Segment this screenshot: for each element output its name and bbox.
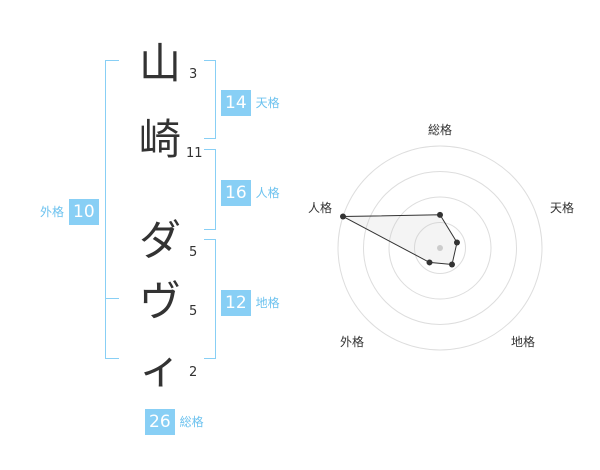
radar-ring-3 bbox=[363, 171, 517, 325]
radar-label-soukaku: 総格 bbox=[428, 123, 453, 137]
chikaku-label: 地格 bbox=[255, 296, 280, 310]
tenkaku-group: 14 天格 bbox=[221, 90, 280, 116]
stroke-count-5: 2 bbox=[189, 365, 198, 380]
stroke-count-2: 11 bbox=[186, 146, 203, 161]
tenkaku-bracket bbox=[204, 60, 216, 139]
tenkaku-value: 14 bbox=[221, 90, 251, 116]
radar-label-chikaku: 地格 bbox=[511, 335, 536, 349]
radar-area bbox=[341, 214, 458, 266]
chikaku-group: 12 地格 bbox=[221, 290, 280, 316]
radar-point-3 bbox=[426, 259, 433, 266]
jinkaku-value: 16 bbox=[221, 180, 251, 206]
name-char-3: ダ bbox=[138, 216, 181, 265]
radar-label-tenkaku: 天格 bbox=[550, 201, 575, 215]
jinkaku-group: 16 人格 bbox=[221, 180, 280, 206]
stroke-count-4: 5 bbox=[189, 304, 198, 319]
radar-chart bbox=[337, 145, 543, 351]
jinkaku-label: 人格 bbox=[255, 186, 280, 200]
radar-label-gaikaku: 外格 bbox=[340, 335, 365, 349]
tenkaku-label: 天格 bbox=[255, 96, 280, 110]
jinkaku-bracket bbox=[204, 149, 216, 230]
gaikaku-label: 外格 bbox=[40, 205, 65, 219]
chikaku-bracket bbox=[204, 239, 216, 359]
radar-ring-1 bbox=[414, 222, 466, 274]
soukaku-value: 26 bbox=[145, 409, 175, 435]
radar-label-jinkaku: 人格 bbox=[308, 201, 333, 215]
radar-ring-4 bbox=[337, 145, 543, 351]
soukaku-group: 26 総格 bbox=[145, 409, 204, 435]
radar-point-0 bbox=[437, 211, 443, 218]
name-char-1: 山 bbox=[138, 39, 181, 88]
gaikaku-value: 10 bbox=[69, 199, 99, 225]
name-char-4: ヴ bbox=[138, 277, 181, 326]
soukaku-label: 総格 bbox=[179, 415, 204, 429]
name-char-2: 崎 bbox=[138, 115, 181, 164]
gaikaku-bracket bbox=[105, 60, 119, 359]
chikaku-value: 12 bbox=[221, 290, 251, 316]
radar-rings bbox=[337, 145, 543, 351]
radar-point-4 bbox=[339, 213, 346, 220]
radar-center-dot bbox=[437, 245, 443, 251]
name-char-5: ィ bbox=[138, 344, 181, 393]
radar-ring-2 bbox=[388, 196, 492, 300]
gaikaku-bracket-mid-tick bbox=[105, 298, 119, 299]
radar-points bbox=[339, 211, 460, 268]
stroke-count-1: 3 bbox=[189, 67, 198, 82]
stroke-count-3: 5 bbox=[189, 245, 198, 260]
gaikaku-group: 外格 10 bbox=[40, 199, 99, 225]
radar-point-2 bbox=[448, 261, 455, 268]
radar-point-1 bbox=[453, 239, 460, 246]
